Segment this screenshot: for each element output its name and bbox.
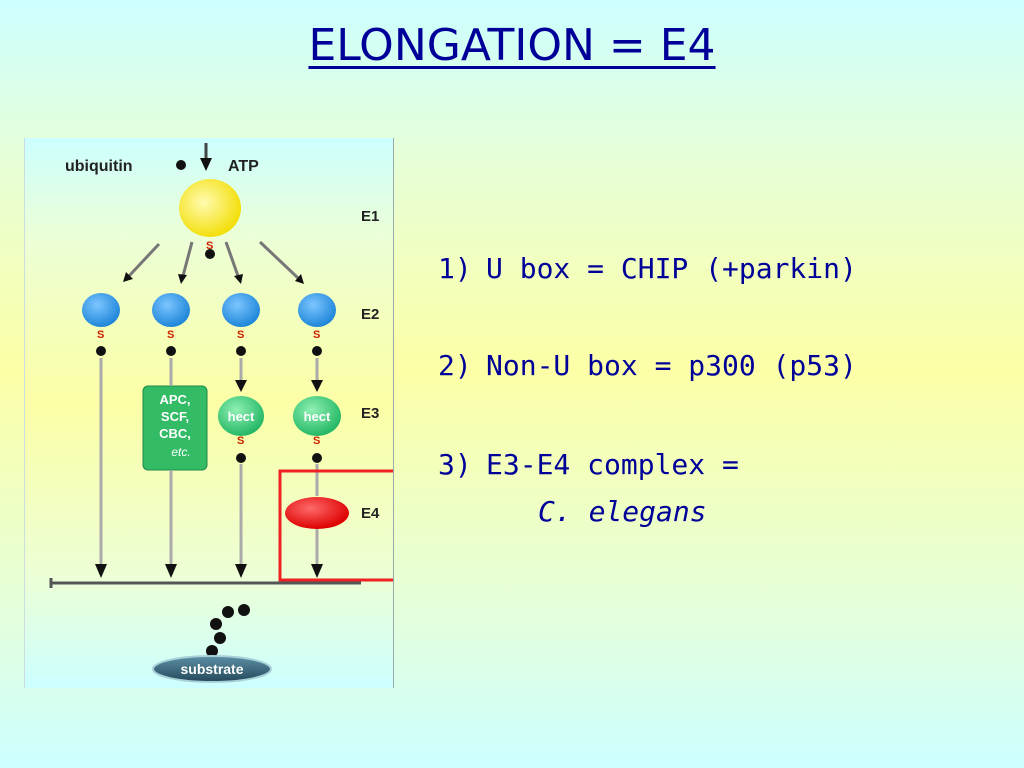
level-label-e2: E2: [361, 306, 379, 323]
level-label-e1: E1: [361, 208, 379, 225]
substrate-ellipse: [152, 655, 272, 683]
atp-label: ATP: [228, 158, 259, 175]
level-label-e4: E4: [361, 505, 380, 522]
col1-arrow: [95, 358, 107, 578]
e2-enzyme-3: [222, 293, 260, 327]
point-1-number: 1): [438, 252, 472, 285]
e4-highlight-box: [278, 469, 393, 582]
e2-2-ubiquitin-dot: [166, 346, 176, 356]
col3-e2-to-e3-arrow: [235, 358, 247, 392]
ubiquitin-label: ubiquitin: [65, 158, 133, 175]
hect-1-thiol-label: S: [237, 435, 244, 447]
ubiquitin-dot: [176, 160, 186, 170]
col4-arrow: [311, 529, 323, 578]
col2-arrow: [165, 470, 177, 578]
e3-complex-line-2: SCF,: [161, 409, 189, 424]
point-3-text: E3-E4 complex =: [486, 448, 739, 481]
cascade-svg: ubiquitin ATP E1 E2 E3 E4 S S S: [49, 143, 393, 683]
e2-1-thiol-label: S: [97, 329, 104, 341]
level-label-e3: E3: [361, 405, 379, 422]
e2-3-ubiquitin-dot: [236, 346, 246, 356]
e2-4-ubiquitin-dot: [312, 346, 322, 356]
e2-enzyme-2: [152, 293, 190, 327]
e1-thiol-label: S: [206, 240, 213, 252]
point-1: 1) U box = CHIP (+parkin): [438, 252, 857, 285]
e1-ubiquitin-dot: [205, 249, 215, 259]
hect-e3-enzyme-2: [293, 396, 341, 436]
e1-to-e2-arrows: [123, 240, 304, 284]
point-2-text: Non-U box = p300 (p53): [486, 349, 857, 382]
hect-2-thiol-label: S: [313, 435, 320, 447]
e2-enzyme-4: [298, 293, 336, 327]
ubiquitination-cascade-diagram: ubiquitin ATP E1 E2 E3 E4 S S S: [24, 138, 394, 688]
e3-complex-line-3: CBC,: [159, 426, 191, 441]
e2-4-thiol-label: S: [313, 329, 320, 341]
point-3: 3) E3-E4 complex =: [438, 448, 739, 481]
point-3-continuation: C. elegans: [538, 495, 707, 528]
e3-complex-line-1: APC,: [159, 392, 190, 407]
e2-3-thiol-label: S: [237, 329, 244, 341]
substrate-label: substrate: [180, 661, 243, 677]
point-3-number: 3): [438, 448, 472, 481]
hect-label-2: hect: [304, 409, 331, 424]
hect-label-1: hect: [228, 409, 255, 424]
col3-arrow: [235, 464, 247, 578]
e2-2-thiol-label: S: [167, 329, 174, 341]
hect-e3-enzyme-1: [218, 396, 264, 436]
e4-enzyme: [285, 497, 349, 529]
point-2-number: 2): [438, 349, 472, 382]
atp-arrow: [200, 143, 212, 171]
hect-1-ubiquitin-dot: [236, 453, 246, 463]
e1-enzyme: [179, 179, 241, 237]
polyubiquitin-chain: [206, 604, 250, 657]
hect-2-ubiquitin-dot: [312, 453, 322, 463]
e3-complex-box: [142, 385, 208, 471]
col4-e2-to-e3-arrow: [311, 358, 323, 392]
point-1-text: U box = CHIP (+parkin): [486, 252, 857, 285]
slide-title: ELONGATION = E4: [308, 20, 716, 71]
e2-1-ubiquitin-dot: [96, 346, 106, 356]
e3-complex-line-4: etc.: [171, 445, 190, 459]
point-2: 2) Non-U box = p300 (p53): [438, 349, 857, 382]
e2-enzyme-1: [82, 293, 120, 327]
